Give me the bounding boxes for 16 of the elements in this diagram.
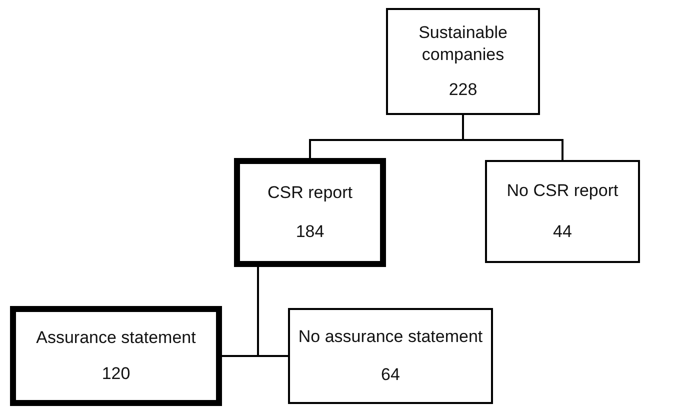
box-label: CSR report: [267, 182, 353, 204]
box-label: Sustainable companies: [418, 22, 508, 66]
box: [10, 306, 222, 406]
count-value: 228: [448, 78, 478, 101]
count-value: 44: [553, 220, 572, 243]
box-label: No assurance statement: [298, 326, 483, 348]
box-label: No CSR report: [506, 180, 618, 202]
count-value: 64: [381, 364, 400, 386]
count-value: 184: [296, 221, 324, 244]
box: [288, 308, 493, 404]
connector-line: [462, 115, 564, 160]
box: [386, 8, 540, 115]
box: [485, 160, 640, 263]
box: [234, 158, 386, 267]
box-label: Assurance statement: [36, 326, 196, 349]
count-value: 120: [102, 363, 130, 386]
